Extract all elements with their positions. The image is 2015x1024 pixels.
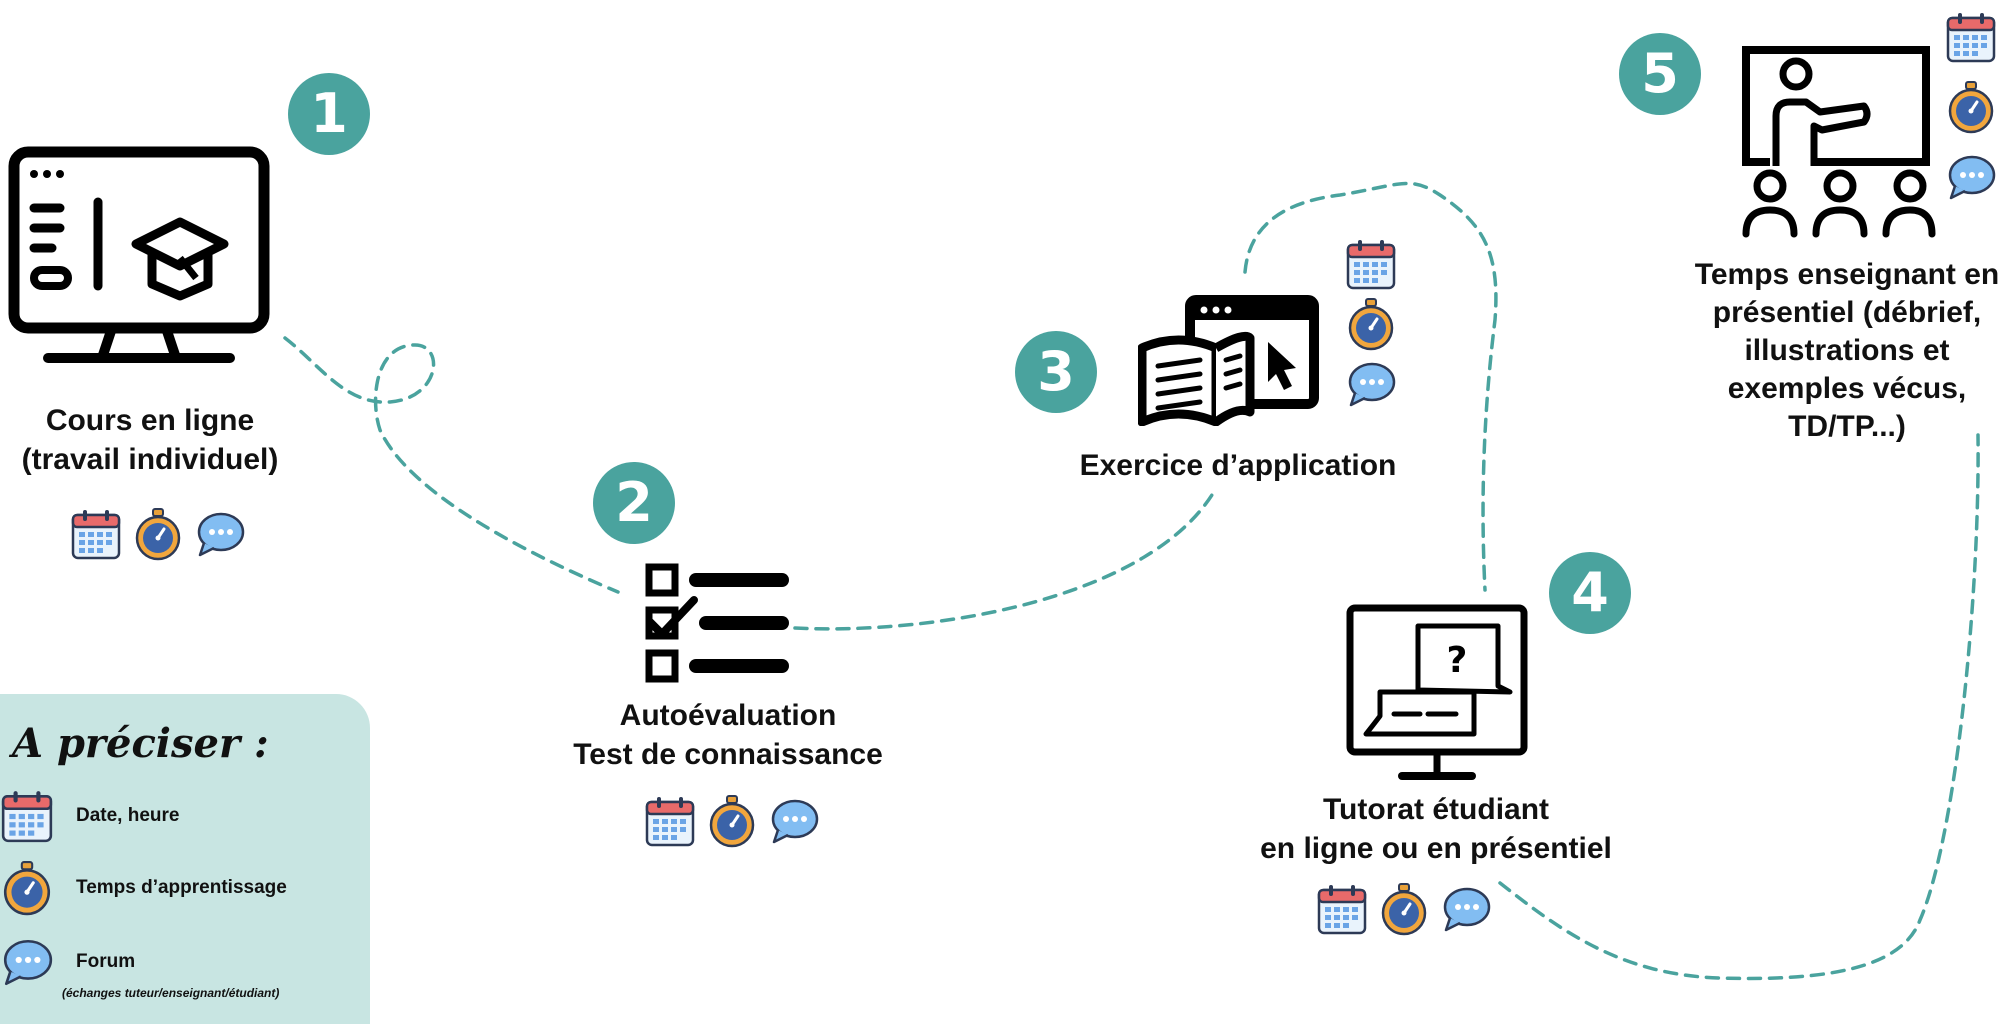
chat-bubble-icon <box>1945 150 1997 204</box>
legend-item: Date, heure <box>0 788 179 844</box>
step-4-detail-icons <box>1316 882 1492 936</box>
step-1-number-badge: 1 <box>288 73 370 155</box>
step-4-label: Tutorat étudiant en ligne ou en présenti… <box>1206 790 1666 868</box>
stopwatch-icon <box>1945 80 1997 134</box>
chat-bubble-icon <box>194 507 246 561</box>
step-1-detail-icons <box>70 507 246 561</box>
step-4-number-badge: 4 <box>1549 552 1631 634</box>
screen-question-icon: ? <box>1346 604 1528 780</box>
legend-item-label: Temps d’apprentissage <box>76 877 287 898</box>
stopwatch-icon <box>706 794 758 848</box>
step-5-label-line: exemples vécus, <box>1727 372 1967 405</box>
step-1-label-line: Cours en ligne <box>45 404 255 437</box>
calendar-icon <box>0 788 54 844</box>
step-5-label-line: TD/TP...) <box>1788 410 1906 443</box>
legend-panel: A préciser : Date, heure Temps d’apprent… <box>0 694 370 1024</box>
step-2-number-badge: 2 <box>593 462 675 544</box>
stopwatch-icon <box>1345 297 1397 351</box>
checklist-icon <box>645 563 789 683</box>
chat-bubble-icon <box>768 794 820 848</box>
step-3-label: Exercice d’application <box>1038 446 1438 485</box>
step-5-number-badge: 5 <box>1619 33 1701 115</box>
book-browser-icon <box>1138 295 1319 426</box>
calendar-icon <box>644 794 696 848</box>
legend-title: A préciser : <box>12 720 269 767</box>
step-2-detail-icons <box>644 794 820 848</box>
stopwatch-icon <box>132 507 184 561</box>
step-1-label-line: (travail individuel) <box>21 443 279 476</box>
legend-item-label: Forum <box>76 951 136 972</box>
step-4-label-line: en ligne ou en présentiel <box>1260 832 1612 865</box>
legend-item-sublabel: (échanges tuteur/enseignant/étudiant) <box>62 986 280 1000</box>
calendar-icon <box>1345 237 1397 291</box>
step-5-detail-icons <box>1945 10 1997 204</box>
chat-bubble-icon <box>1345 357 1397 411</box>
step-5-label-line: Temps enseignant en <box>1694 258 2000 291</box>
step-5-label: Temps enseignant en présentiel (débrief,… <box>1682 256 2012 446</box>
step-3-label-line: Exercice d’application <box>1079 449 1397 482</box>
step-2-label-line: Test de connaissance <box>573 738 883 771</box>
chat-bubble-icon <box>0 934 54 990</box>
learning-path-dashed-line <box>283 181 1980 981</box>
step-5-label-line: illustrations et <box>1744 334 1950 367</box>
calendar-icon <box>1945 10 1997 64</box>
calendar-icon <box>1316 882 1368 936</box>
step-1-label: Cours en ligne (travail individuel) <box>0 401 300 479</box>
legend-item: Temps d’apprentissage <box>0 860 287 916</box>
calendar-icon <box>70 507 122 561</box>
step-4-label-line: Tutorat étudiant <box>1322 793 1550 826</box>
teacher-board-icon <box>1742 46 1936 238</box>
step-2-label: Autoévaluation Test de connaissance <box>548 696 908 774</box>
stopwatch-icon <box>0 860 54 916</box>
chat-bubble-icon <box>1440 882 1492 936</box>
step-3-number-badge: 3 <box>1015 331 1097 413</box>
legend-item: Forum <box>0 934 135 990</box>
step-5-label-line: présentiel (débrief, <box>1712 296 1982 329</box>
step-2-label-line: Autoévaluation <box>619 699 837 732</box>
step-3-detail-icons <box>1345 237 1397 411</box>
svg-text:?: ? <box>1447 640 1468 681</box>
online-course-monitor-icon <box>8 146 270 363</box>
stopwatch-icon <box>1378 882 1430 936</box>
legend-item-label: Date, heure <box>76 805 180 826</box>
